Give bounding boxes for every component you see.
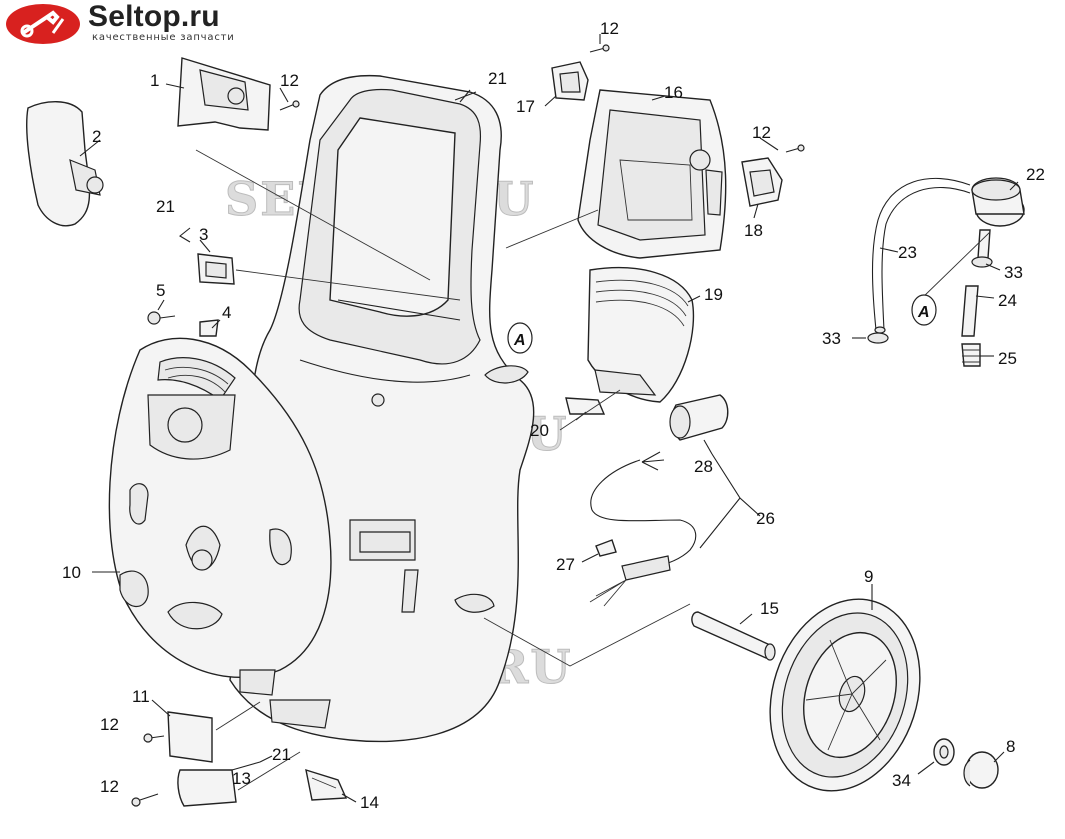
callout-12-d: 12 bbox=[100, 715, 119, 734]
part-8-cap[interactable] bbox=[963, 751, 999, 789]
part-4-clip[interactable] bbox=[199, 319, 219, 337]
brand-tagline: качественные запчасти bbox=[92, 32, 235, 43]
part-12-screw-b[interactable] bbox=[589, 44, 610, 53]
part-28-socket[interactable] bbox=[669, 394, 729, 441]
callout-12-a: 12 bbox=[280, 71, 299, 90]
callout-33-b: 33 bbox=[822, 329, 841, 348]
callout-14: 14 bbox=[360, 793, 379, 812]
callout-3: 3 bbox=[199, 225, 208, 244]
part-18-bracket[interactable] bbox=[741, 157, 783, 207]
callout-9: 9 bbox=[864, 567, 873, 586]
callout-17: 17 bbox=[516, 97, 535, 116]
callout-12-e: 12 bbox=[100, 777, 119, 796]
leader-lines bbox=[79, 34, 1019, 803]
brand-name: Seltop.ru bbox=[88, 0, 220, 33]
callout-11: 11 bbox=[132, 687, 150, 706]
callout-28: 28 bbox=[694, 457, 713, 476]
part-12-screw-a[interactable] bbox=[279, 100, 300, 111]
callout-15: 15 bbox=[760, 599, 779, 618]
callout-18: 18 bbox=[744, 221, 763, 240]
part-19-shroud[interactable] bbox=[587, 266, 695, 403]
part-34-washer[interactable] bbox=[933, 738, 955, 766]
callout-4: 4 bbox=[222, 303, 231, 322]
callout-2: 2 bbox=[92, 127, 101, 146]
part-11-plate[interactable] bbox=[167, 711, 213, 763]
part-3-clip[interactable] bbox=[197, 253, 235, 285]
marker-a-1: A bbox=[507, 322, 533, 354]
callout-19: 19 bbox=[704, 285, 723, 304]
callout-5: 5 bbox=[156, 281, 165, 300]
brand-logo[interactable]: Seltop.ru качественные запчасти bbox=[6, 0, 286, 48]
callout-22: 22 bbox=[1026, 165, 1045, 184]
callout-23: 23 bbox=[898, 243, 917, 262]
wrench-logo-icon bbox=[6, 4, 80, 44]
part-1-bracket[interactable] bbox=[177, 57, 271, 131]
part-16-panel[interactable] bbox=[577, 89, 727, 259]
svg-text:A: A bbox=[917, 304, 930, 321]
part-2-bag[interactable] bbox=[26, 101, 104, 227]
part-25-filter[interactable] bbox=[961, 343, 981, 367]
part-33-clamp-b[interactable] bbox=[867, 332, 889, 344]
callout-34: 34 bbox=[892, 771, 911, 790]
part-17-bracket[interactable] bbox=[551, 61, 589, 101]
part-14-foot[interactable] bbox=[305, 768, 348, 801]
callout-21-b: 21 bbox=[156, 197, 175, 216]
callout-labels: 1 2 3 4 5 8 9 10 11 12 12 12 12 12 13 14… bbox=[62, 19, 1045, 812]
front-cover-part[interactable] bbox=[108, 337, 332, 696]
callout-12-c: 12 bbox=[752, 123, 771, 142]
callout-21-a: 21 bbox=[488, 69, 507, 88]
callout-8: 8 bbox=[1006, 737, 1015, 756]
part-13-clip[interactable] bbox=[177, 769, 237, 807]
part-12-screw-c[interactable] bbox=[785, 144, 805, 153]
part-9-wheel[interactable] bbox=[746, 580, 944, 811]
part-20-clip[interactable] bbox=[565, 397, 606, 415]
callout-24: 24 bbox=[998, 291, 1017, 310]
callout-13: 13 bbox=[232, 769, 251, 788]
callout-26: 26 bbox=[756, 509, 775, 528]
callout-16: 16 bbox=[664, 83, 683, 102]
part-12-screw-d[interactable] bbox=[143, 733, 165, 743]
part-27-clip[interactable] bbox=[595, 539, 617, 557]
callout-27: 27 bbox=[556, 555, 575, 574]
part-26-cable[interactable] bbox=[589, 451, 697, 607]
callout-33-a: 33 bbox=[1004, 263, 1023, 282]
callout-21-c: 21 bbox=[272, 745, 291, 764]
callout-12-b: 12 bbox=[600, 19, 619, 38]
part-5-screw[interactable] bbox=[147, 311, 176, 325]
part-23-hose[interactable] bbox=[871, 177, 971, 334]
part-22-cap[interactable] bbox=[971, 177, 1025, 227]
part-24-tube[interactable] bbox=[961, 229, 991, 337]
callout-20: 20 bbox=[530, 421, 549, 440]
svg-text:A: A bbox=[513, 332, 526, 349]
marker-a-2: A bbox=[911, 294, 937, 326]
part-12-screw-e[interactable] bbox=[131, 793, 159, 807]
callout-10: 10 bbox=[62, 563, 81, 582]
callout-1: 1 bbox=[150, 71, 159, 90]
callout-25: 25 bbox=[998, 349, 1017, 368]
part-15-axle[interactable] bbox=[691, 611, 776, 661]
